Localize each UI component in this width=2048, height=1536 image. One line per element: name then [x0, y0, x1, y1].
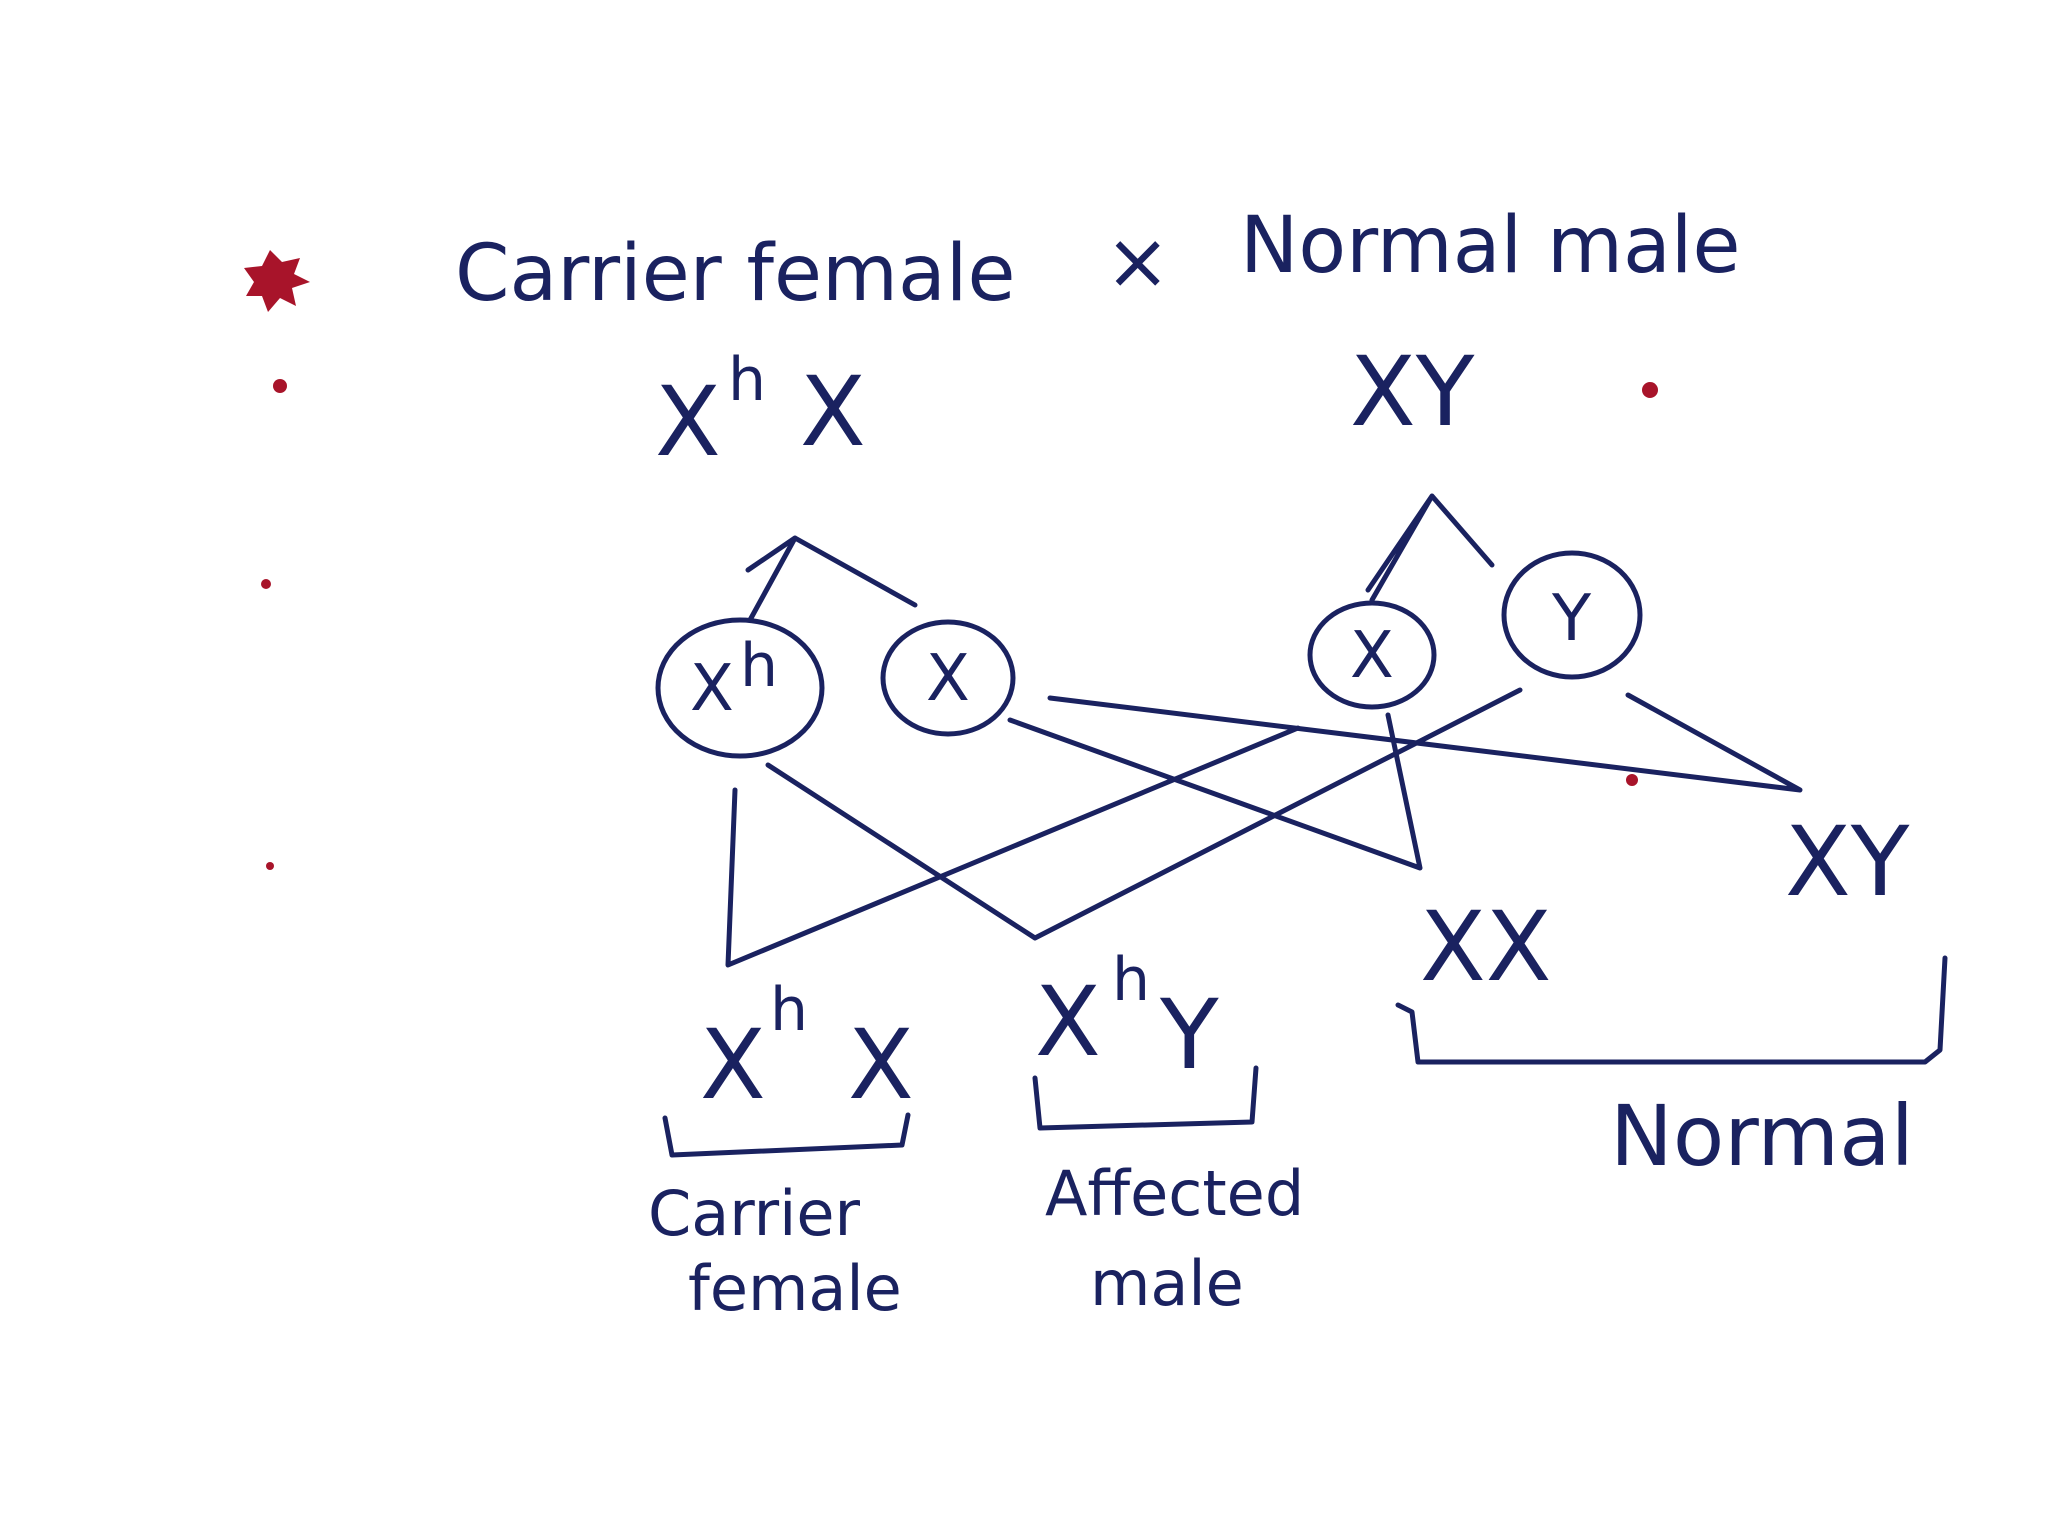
bullet-dot	[266, 862, 274, 870]
offspring-2: X h Y	[1035, 945, 1219, 1091]
svg-text:X: X	[655, 366, 721, 478]
label-carrier-line2: female	[688, 1252, 902, 1325]
offspring-4: XY	[1785, 806, 1910, 918]
bracket-affected	[1032, 1065, 1259, 1131]
label-carrier-line1: Carrier	[648, 1177, 861, 1250]
svg-text:X: X	[1035, 966, 1101, 1078]
stray-dot	[1626, 774, 1638, 786]
line-xh-to-y	[765, 687, 1523, 941]
gamete-xh: X h	[655, 617, 825, 759]
gamete-y: Y	[1501, 550, 1643, 680]
svg-text:X: X	[848, 1009, 914, 1121]
cross-symbol: ×	[1105, 217, 1170, 307]
gamete-x-female: X	[880, 619, 1016, 737]
svg-text:Y: Y	[1551, 582, 1592, 656]
bullet-star	[244, 250, 310, 312]
bracket-normal	[1395, 955, 1948, 1065]
svg-text:Y: Y	[1159, 979, 1219, 1091]
svg-text:h: h	[770, 975, 808, 1045]
bullet-dot	[273, 379, 287, 393]
gamete-circle	[655, 617, 825, 759]
line-x-to-x	[1007, 712, 1423, 871]
label-affected-line1: Affected	[1045, 1157, 1304, 1230]
svg-text:h: h	[1112, 945, 1150, 1015]
margin-bullets	[244, 250, 1658, 870]
line-xh-to-x	[725, 725, 1301, 968]
svg-text:X: X	[690, 652, 734, 726]
gamete-x-male: X	[1307, 600, 1437, 710]
gamete-circle	[1307, 600, 1437, 710]
svg-text:X: X	[800, 356, 866, 468]
female-branch	[745, 535, 918, 623]
gamete-circle	[1501, 550, 1643, 680]
bracket-carrier	[662, 1112, 911, 1158]
stray-dot	[1642, 382, 1658, 398]
cross-lines	[725, 687, 1803, 968]
male-genotype: XY	[1350, 336, 1475, 448]
svg-text:X: X	[926, 642, 970, 716]
bullet-dot	[261, 579, 271, 589]
female-genotype: X h X	[655, 345, 866, 478]
svg-text:X: X	[700, 1009, 766, 1121]
label-affected-line2: male	[1090, 1247, 1244, 1320]
offspring-1: X h X	[700, 975, 914, 1121]
svg-text:h: h	[728, 345, 766, 415]
line-x-to-y	[1047, 692, 1803, 793]
gamete-circle	[880, 619, 1016, 737]
female-parent-title: Carrier female	[455, 229, 1015, 319]
male-branch	[1365, 493, 1495, 603]
svg-text:h: h	[740, 631, 778, 701]
svg-text:X: X	[1350, 619, 1394, 693]
offspring-3: XX	[1420, 891, 1552, 1003]
label-normal: Normal	[1610, 1087, 1914, 1185]
male-parent-title: Normal male	[1240, 201, 1740, 291]
